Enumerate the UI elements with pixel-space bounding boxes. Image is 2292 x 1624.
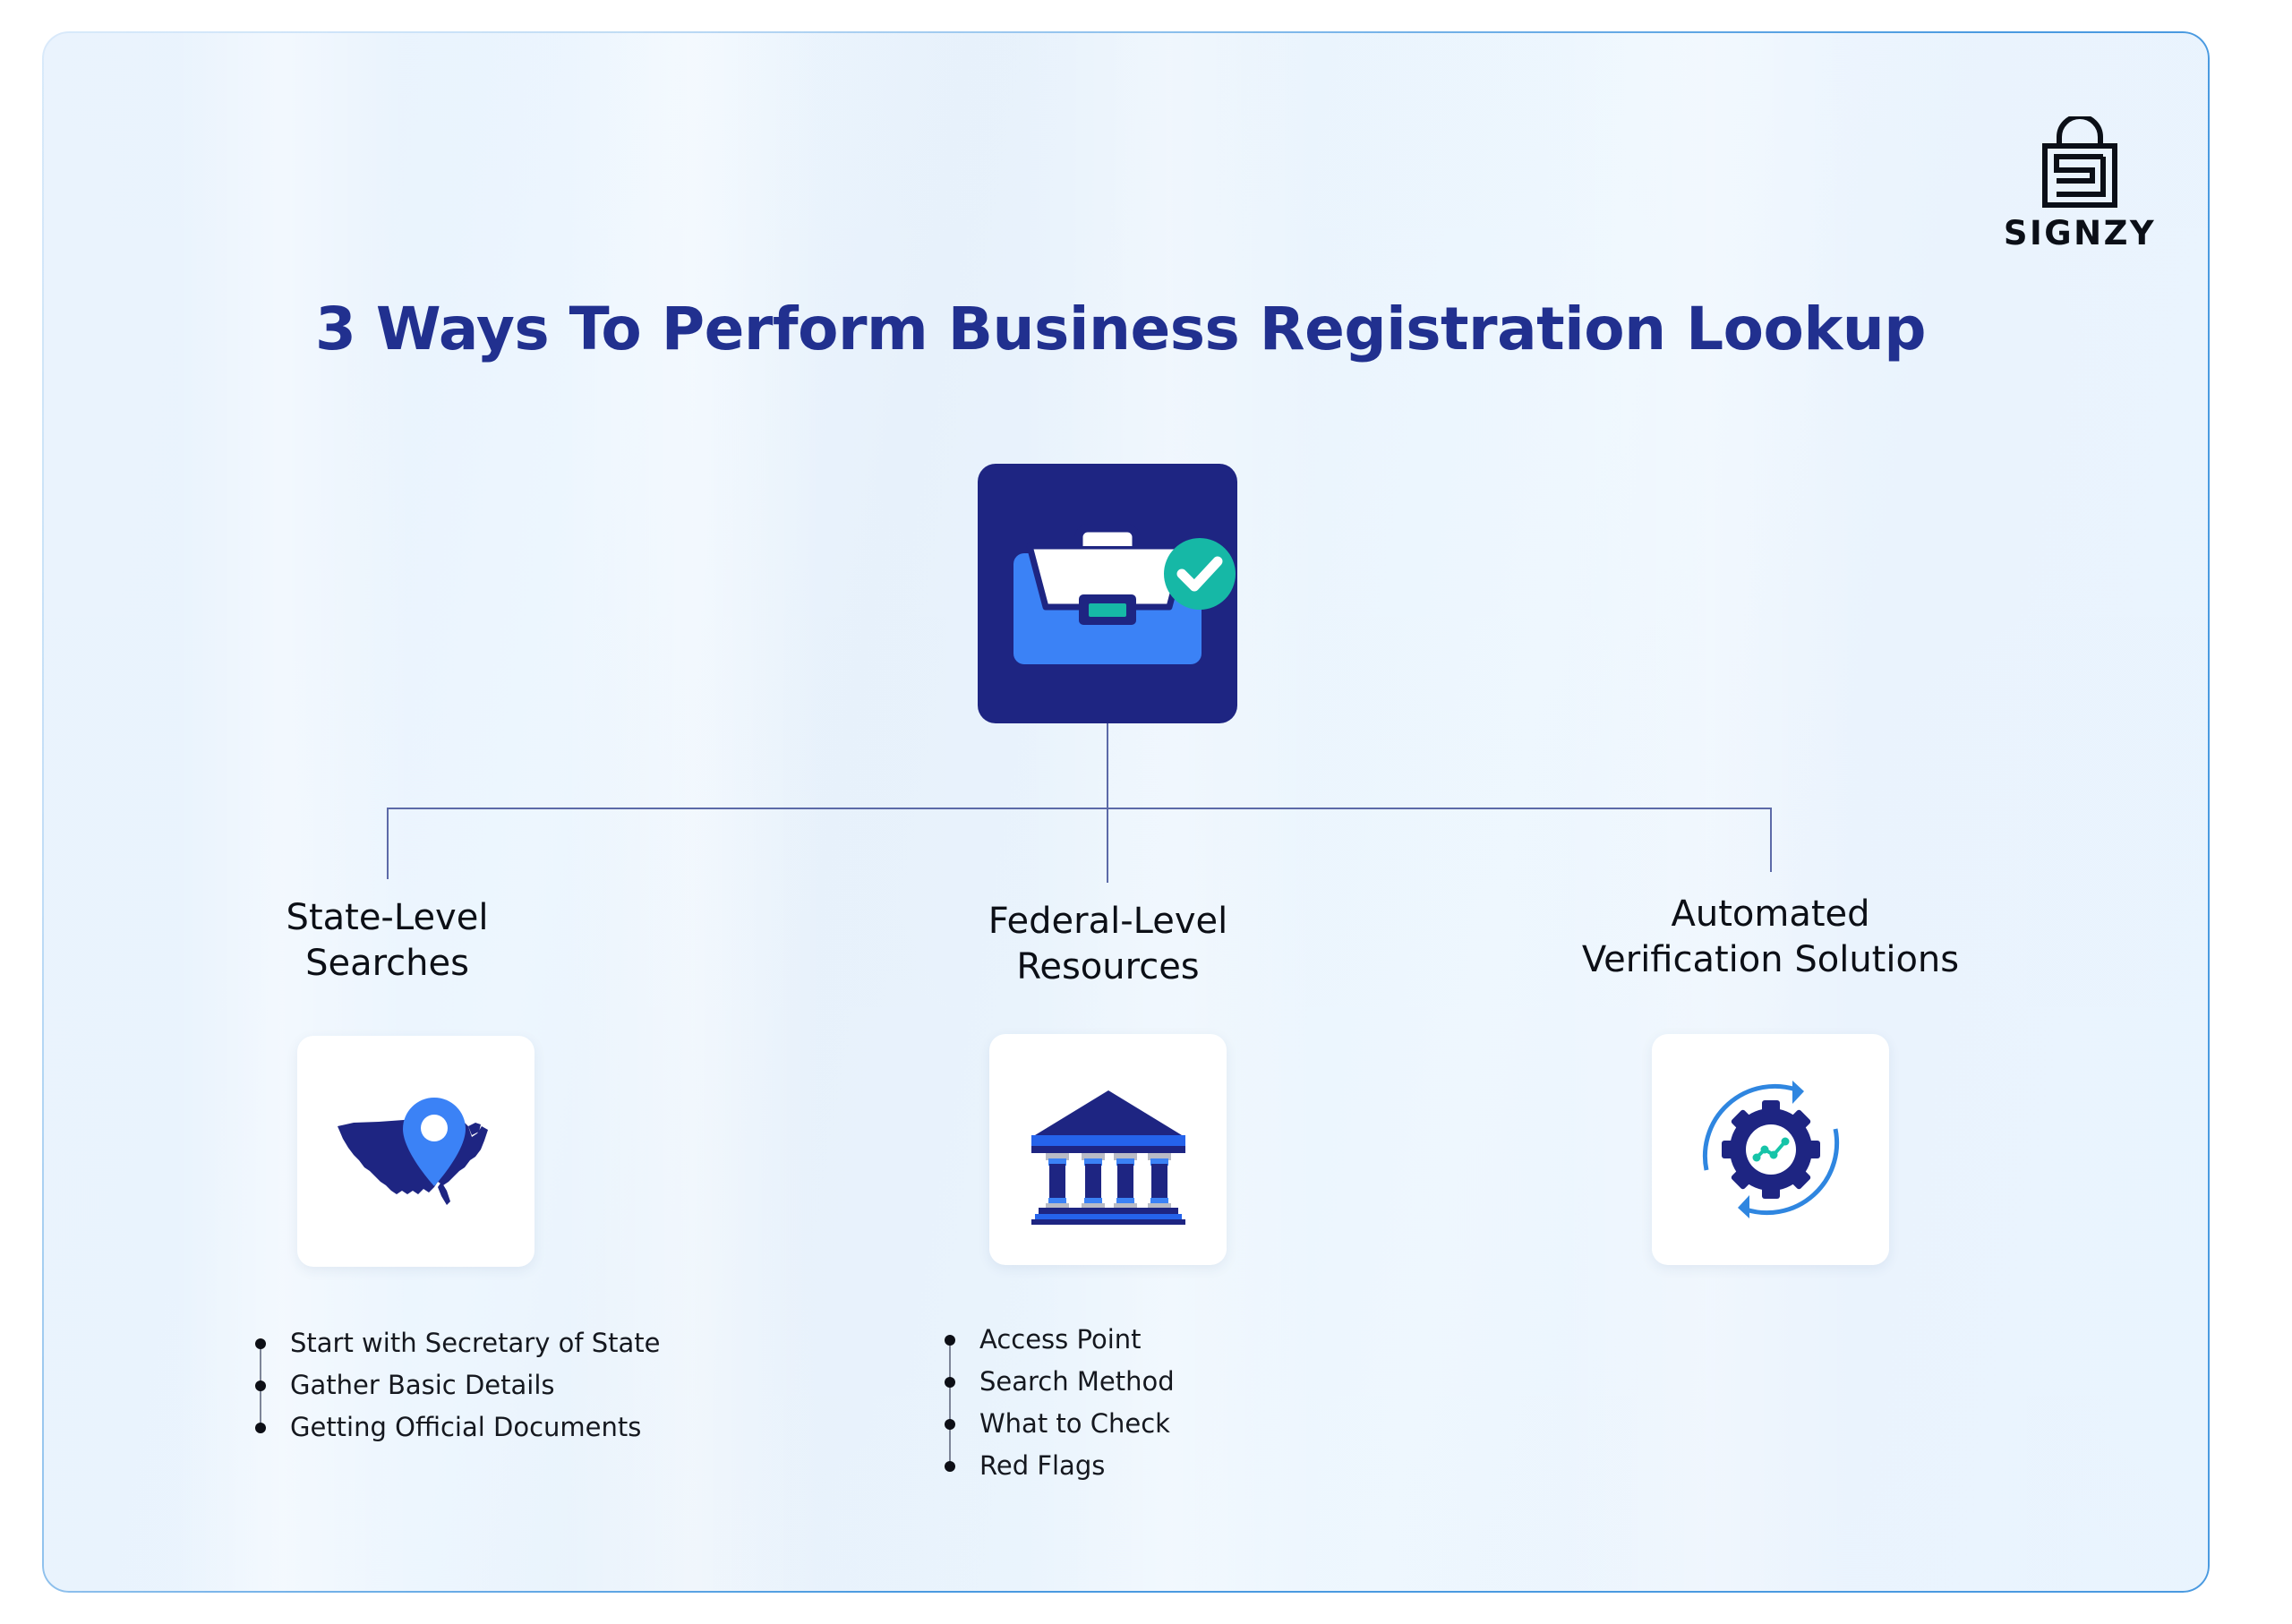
list-item: Red Flags [945, 1445, 1175, 1487]
bullet-list-state-level: Start with Secretary of State Gather Bas… [255, 1322, 661, 1449]
branch-heading-automated: Automated Verification Solutions [1581, 893, 1960, 981]
connector-horizontal-bar [387, 808, 1772, 809]
list-item-label: Getting Official Documents [290, 1412, 642, 1442]
page-title: 3 Ways To Perform Business Registration … [315, 295, 1926, 363]
branch-heading-state-level: State-Level Searches [286, 897, 489, 985]
connector-drop-left [387, 808, 389, 879]
list-item: What to Check [945, 1403, 1175, 1445]
branch-automated-verification-solutions: Automated Verification Solutions [1544, 892, 1997, 983]
branch-state-level-searches: State-Level Searches [228, 895, 546, 987]
branch-heading-federal-level: Federal-Level Resources [988, 901, 1228, 988]
list-item-label: Red Flags [979, 1450, 1106, 1481]
us-map-location-pin-icon [337, 1098, 488, 1205]
bullet-dot [255, 1422, 266, 1433]
list-item: Getting Official Documents [255, 1406, 661, 1449]
icon-card-federal-level [989, 1034, 1227, 1265]
bullet-dot [945, 1418, 955, 1430]
list-item: Gather Basic Details [255, 1364, 661, 1406]
connector-stem [1107, 723, 1108, 809]
list-item: Search Method [945, 1361, 1175, 1403]
bullet-dot [945, 1334, 955, 1346]
hero-icon-tile [978, 464, 1237, 723]
branch-federal-level-resources: Federal-Level Resources [949, 899, 1267, 990]
brand-logo: SIGNZY [1973, 116, 2186, 250]
list-item: Start with Secretary of State [255, 1322, 661, 1364]
connector-drop-center [1107, 808, 1108, 883]
bullet-dot [255, 1338, 266, 1349]
list-item: Access Point [945, 1319, 1175, 1361]
brand-wordmark: SIGNZY [2003, 214, 2157, 252]
icon-card-automated [1652, 1034, 1889, 1265]
list-item-label: Access Point [979, 1324, 1142, 1355]
list-item-label: Start with Secretary of State [290, 1328, 661, 1358]
bullet-list-federal-level: Access Point Search Method What to Check… [945, 1319, 1175, 1487]
briefcase-verified-icon [1013, 524, 1236, 664]
connector-drop-right [1770, 808, 1772, 872]
bullet-dot [945, 1376, 955, 1388]
bullet-dot [945, 1460, 955, 1472]
list-item-label: Gather Basic Details [290, 1370, 555, 1400]
bullet-dot [255, 1380, 266, 1391]
bullet-rail [949, 1339, 951, 1466]
list-item-label: What to Check [979, 1408, 1170, 1439]
list-item-label: Search Method [979, 1366, 1175, 1397]
padlock-maze-logo-icon [2042, 116, 2117, 208]
gear-analytics-refresh-icon [1702, 1081, 1839, 1218]
icon-card-state-level [297, 1036, 535, 1267]
government-building-icon [1031, 1090, 1185, 1225]
